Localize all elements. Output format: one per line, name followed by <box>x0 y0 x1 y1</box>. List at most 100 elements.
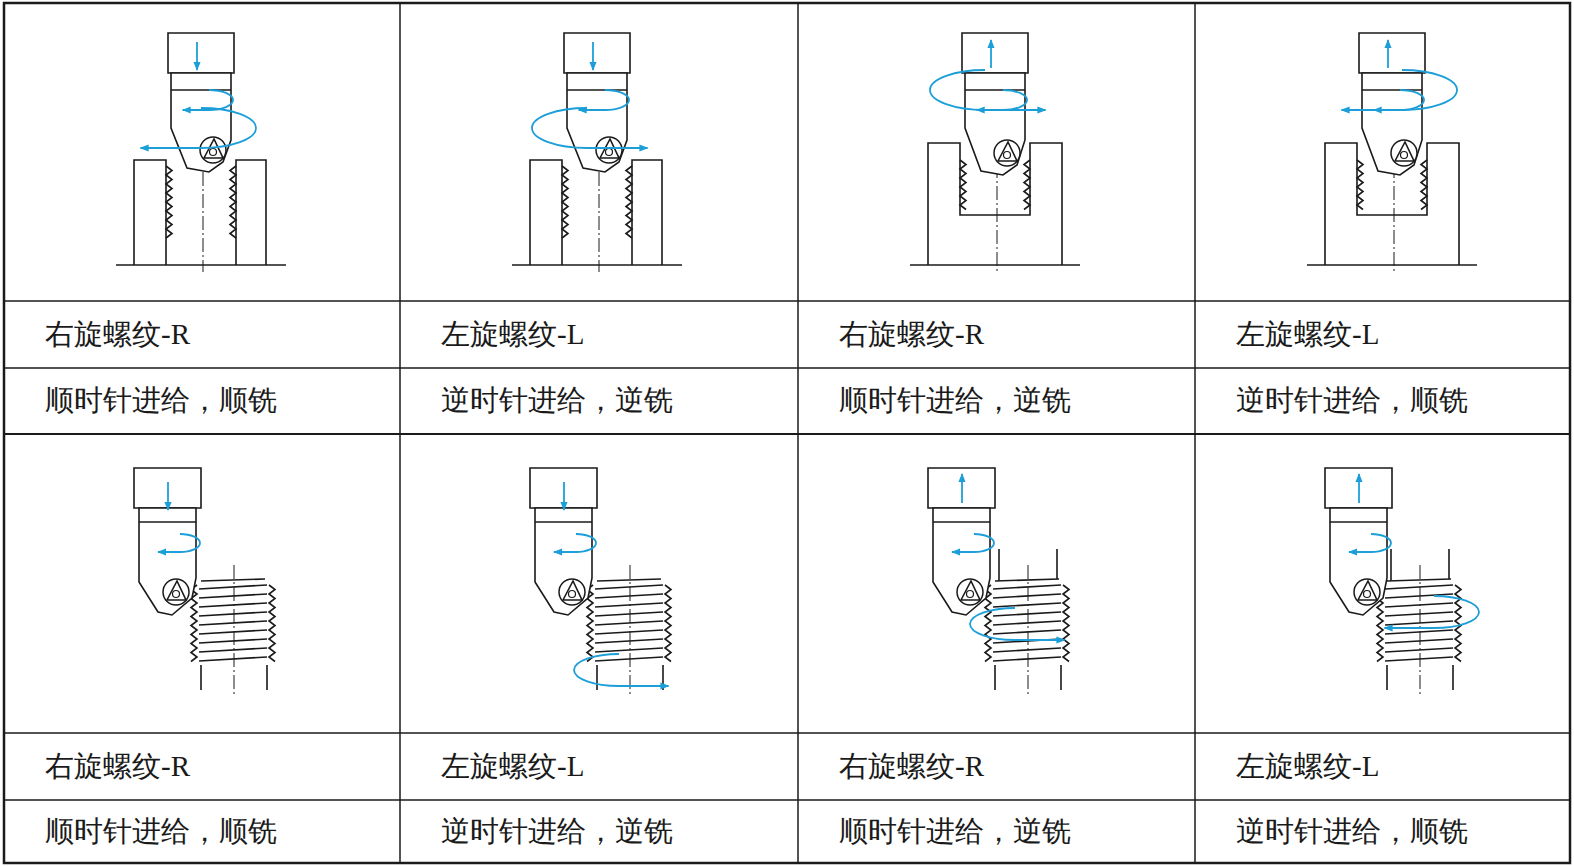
workpiece <box>266 665 268 690</box>
thread-profile <box>230 166 236 238</box>
insert <box>163 579 189 605</box>
tool-chamfer <box>965 89 1025 91</box>
base-line <box>910 264 1080 266</box>
motion-arrow <box>574 654 669 686</box>
tool-neck <box>933 508 990 615</box>
table-cell-text: 右旋螺纹-R <box>45 319 190 351</box>
motion-arrow <box>1374 90 1424 110</box>
table-cell-text: 顺时针进给，顺铣 <box>45 816 277 848</box>
thread-crest <box>595 657 663 661</box>
thread-profile <box>665 585 671 662</box>
insert-edge <box>563 581 582 600</box>
center-line <box>234 565 235 695</box>
thread-crest <box>993 630 1061 634</box>
table-cell-text: 顺时针进给，逆铣 <box>839 385 1071 417</box>
table-cell-text: 右旋螺纹-R <box>839 751 984 783</box>
motion-arrow <box>1358 474 1360 503</box>
base-line <box>512 264 682 266</box>
base-line <box>116 264 286 266</box>
external-thread-figure <box>530 468 671 695</box>
workpiece <box>1452 665 1454 690</box>
thread-crest <box>993 594 1061 598</box>
motion-arrow <box>563 482 565 510</box>
external-thread-figure <box>928 468 1069 695</box>
thread-crest <box>1385 612 1453 616</box>
row-rule <box>4 732 1570 734</box>
tool-neck <box>1330 508 1387 615</box>
thread-profile <box>269 585 275 662</box>
motion-arrow <box>1342 70 1458 110</box>
tool-holder <box>962 33 1028 73</box>
motion-arrow <box>990 40 992 68</box>
table-cell-text: 逆时针进给，逆铣 <box>441 385 673 417</box>
tool-neck <box>965 73 1025 175</box>
workpiece <box>1390 549 1392 581</box>
thread-crest <box>199 612 267 616</box>
motion-arrow <box>167 482 169 510</box>
thread-crest <box>1385 621 1453 625</box>
table-cell-text: 左旋螺纹-L <box>1236 319 1379 351</box>
thread-crest <box>595 585 663 589</box>
workpiece <box>530 160 562 265</box>
tool-holder <box>1325 468 1392 508</box>
insert <box>596 137 622 163</box>
thread-crest <box>595 603 663 607</box>
thread-profile <box>1421 160 1427 210</box>
tool-holder <box>564 33 630 73</box>
thread-crest <box>595 630 663 634</box>
thread-crest <box>1385 630 1453 634</box>
workpiece <box>134 160 166 265</box>
external-thread-figure <box>134 468 275 695</box>
insert-screw <box>173 591 180 598</box>
workpiece <box>1386 665 1388 690</box>
table-cell-text: 右旋螺纹-R <box>839 319 984 351</box>
insert-edge <box>998 142 1017 161</box>
table-cell-text: 顺时针进给，顺铣 <box>45 385 277 417</box>
insert <box>1354 579 1380 605</box>
motion-arrow <box>1349 534 1391 552</box>
workpiece <box>632 160 662 265</box>
motion-arrow <box>961 474 963 503</box>
motion-arrow <box>579 90 629 110</box>
motion-arrow <box>977 90 1027 110</box>
thread-crest <box>595 594 663 598</box>
thread-crest <box>595 648 663 652</box>
table-cell-text: 逆时针进给，顺铣 <box>1236 385 1468 417</box>
tool-neck <box>535 508 592 615</box>
thread-crest <box>1385 648 1453 652</box>
thread-profile <box>960 160 966 210</box>
table-cell-text: 逆时针进给，顺铣 <box>1236 816 1468 848</box>
insert <box>200 137 226 163</box>
motion-arrow <box>930 70 1046 110</box>
internal-thread-figure <box>910 33 1080 272</box>
internal-thread-figure <box>1307 33 1477 272</box>
motion-arrow <box>952 534 994 552</box>
table-cell-text: 左旋螺纹-L <box>1236 751 1379 783</box>
insert-edge <box>961 581 980 600</box>
thread-top <box>1387 579 1451 581</box>
tool-neck <box>139 508 196 615</box>
thread-crest <box>993 585 1061 589</box>
insert <box>1391 140 1417 166</box>
thread-profile <box>166 166 172 238</box>
table-cell-text: 左旋螺纹-L <box>441 319 584 351</box>
thread-profile <box>1455 585 1461 662</box>
insert-screw <box>569 591 576 598</box>
thread-crest <box>199 639 267 643</box>
tool-chamfer <box>139 521 196 523</box>
thread-profile <box>1063 585 1069 662</box>
motion-arrow <box>158 534 200 552</box>
thread-top <box>201 579 265 581</box>
row-rule <box>4 433 1570 435</box>
thread-crest <box>595 621 663 625</box>
thread-profile <box>1357 160 1363 210</box>
tool-holder <box>168 33 234 73</box>
thread-crest <box>993 621 1061 625</box>
thread-crest <box>199 657 267 661</box>
tool-neck <box>1362 73 1422 175</box>
motion-arrow <box>532 108 648 148</box>
table-grid <box>4 3 1570 863</box>
tool-holder <box>928 468 995 508</box>
thread-crest <box>1385 603 1453 607</box>
